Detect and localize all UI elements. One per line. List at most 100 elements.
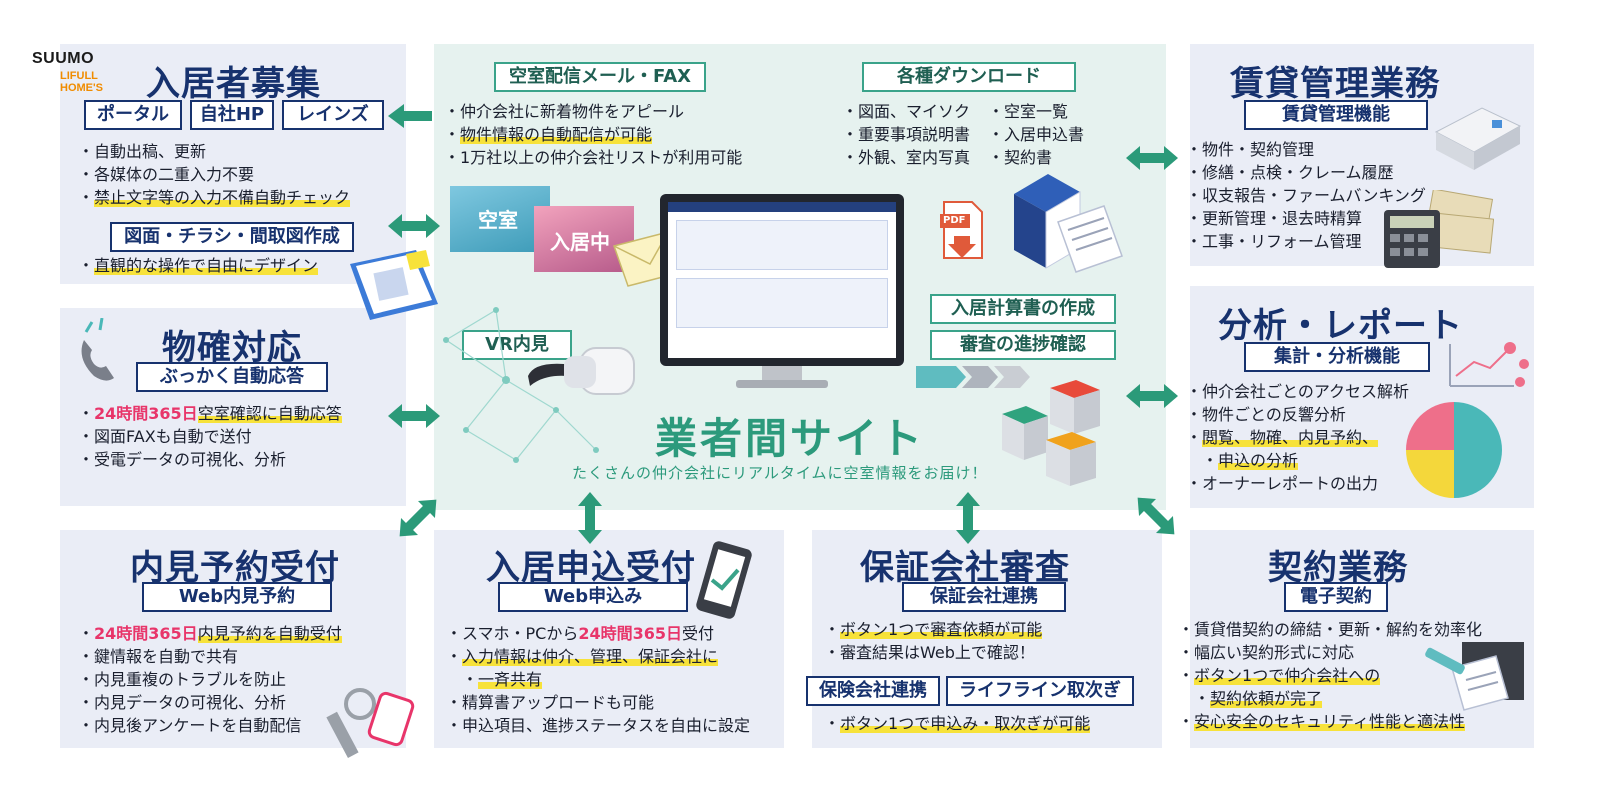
guarantee-list-2: ボタン1つで申込み・取次ぎが可能	[824, 712, 1091, 735]
list-item: 閲覧、物確、内見予約、	[1186, 426, 1409, 449]
arrow-recruit-double	[388, 214, 440, 238]
download-list-2: 空室一覧 入居申込書 契約書	[988, 100, 1084, 169]
list-item: 仲介会社に新着物件をアピール	[444, 100, 742, 123]
site-subtitle: たくさんの仲介会社にリアルタイムに空室情報をお届け！	[572, 464, 988, 482]
arrow-viewing-diagonal	[399, 499, 437, 537]
arrow-contract-diagonal	[1137, 497, 1175, 535]
list-item-text: ボタン1つで審査依頼が可能	[840, 620, 1043, 639]
tag-drawing-creation: 図面・チラシ・間取図作成	[110, 222, 354, 252]
guarantee-title: 保証会社審査	[860, 548, 1070, 588]
list-item: 内見後アンケートを自動配信	[78, 714, 342, 737]
list-item: スマホ・PCから24時間365日受付	[446, 622, 750, 645]
photo-vacant: 空室	[450, 186, 550, 252]
pdf-icon	[940, 201, 983, 259]
list-item: 入居申込書	[988, 123, 1084, 146]
tag-calculation: 入居計算書の作成	[930, 294, 1116, 324]
recruit-sub-list: 直観的な操作で自由にデザイン	[78, 254, 319, 277]
tag-lifeline: ライフライン取次ぎ	[946, 676, 1134, 706]
screen-row	[676, 220, 888, 270]
list-item-text: 契約依頼が完了	[1210, 689, 1323, 708]
tag-reins: レインズ	[282, 100, 384, 130]
list-item: 空室一覧	[988, 100, 1084, 123]
list-item: 幅広い契約形式に対応	[1178, 641, 1482, 664]
rental-title: 賃貸管理業務	[1230, 64, 1440, 104]
arrow-rental-double	[1126, 146, 1178, 170]
list-item: 収支報告・ファームバンキング	[1186, 184, 1426, 207]
photo-occupied-label: 入居中	[550, 230, 610, 254]
highlight-text: 24時間365日	[578, 624, 683, 643]
download-list-1: 図面、マイソク 重要事項説明書 外観、室内写真	[842, 100, 970, 169]
list-item-text: 入力情報は仲介、管理、保証会社に	[462, 647, 719, 666]
list-item: 賃貸借契約の締結・更新・解約を効率化	[1178, 618, 1482, 641]
list-item-text: 禁止文字等の入力不備自動チェック	[94, 188, 351, 207]
list-item: 契約書	[988, 146, 1084, 169]
monitor-stand	[762, 366, 802, 380]
lifull-homes-logo: LIFULL HOME'S	[60, 70, 103, 94]
list-item: 物件・契約管理	[1186, 138, 1426, 161]
list-item: 申込項目、進捗ステータスを自由に設定	[446, 714, 750, 737]
list-item: 内見重複のトラブルを防止	[78, 668, 342, 691]
list-item: 1万社以上の仲介会社リストが利用可能	[444, 146, 742, 169]
list-item: 重要事項説明書	[842, 123, 970, 146]
list-item-text: ボタン1つで仲介会社への	[1194, 666, 1381, 685]
smartphone-check-icon	[696, 541, 752, 619]
pie-chart-icon	[1406, 402, 1502, 498]
recruit-title: 入居者募集	[146, 64, 321, 104]
tag-progress: 審査の進捗確認	[930, 330, 1116, 360]
homes-logo-top: LIFULL	[60, 70, 98, 82]
screen-row	[676, 278, 888, 328]
analysis-title: 分析・レポート	[1218, 306, 1463, 346]
contract-title: 契約業務	[1268, 548, 1408, 588]
arrow-recruit-left	[388, 104, 432, 128]
list-item: 禁止文字等の入力不備自動チェック	[78, 186, 351, 209]
mail-list: 仲介会社に新着物件をアピール 物件情報の自動配信が可能 1万社以上の仲介会社リス…	[444, 100, 742, 169]
site-title: 業者間サイト	[655, 414, 926, 463]
list-item: 受電データの可視化、分析	[78, 448, 342, 471]
tag-insurance-link: 保険会社連携	[806, 676, 940, 706]
progress-steps-icon	[916, 366, 1030, 388]
list-item: 入力情報は仲介、管理、保証会社に	[446, 645, 750, 668]
pdf-label: PDF	[943, 215, 966, 226]
phone-icon	[81, 318, 114, 381]
list-item: ボタン1つで仲介会社への	[1178, 664, 1482, 687]
tag-vr-viewing: VR内見	[462, 330, 572, 360]
company-buildings-icon	[1002, 380, 1100, 486]
list-item: 申込の分析	[1186, 449, 1409, 472]
photo-vacant-label: 空室	[478, 208, 518, 232]
key-icon	[326, 688, 415, 759]
list-item: ボタン1つで審査依頼が可能	[824, 618, 1043, 641]
tag-web-application: Web申込み	[498, 582, 688, 612]
list-item-text: 一斉共有	[478, 670, 543, 689]
application-list: スマホ・PCから24時間365日受付 入力情報は仲介、管理、保証会社に 一斉共有…	[446, 622, 750, 737]
arrow-inquiry-double	[388, 404, 440, 428]
rental-list: 物件・契約管理 修繕・点検・クレーム履歴 収支報告・ファームバンキング 更新管理…	[1186, 138, 1426, 253]
list-item: 図面FAXも自動で送付	[78, 425, 342, 448]
highlight-text: 24時間365日	[94, 404, 198, 423]
pie-slice	[1454, 402, 1502, 498]
list-item-text: スマホ・PCから	[462, 624, 579, 643]
list-item: 自動出稿、更新	[78, 140, 350, 163]
tag-e-contract: 電子契約	[1284, 582, 1388, 612]
list-item: 24時間365日内見予約を自動受付	[78, 622, 342, 645]
arrow-analysis-double	[1126, 384, 1178, 408]
analysis-list: 仲介会社ごとのアクセス解析 物件ごとの反響分析 閲覧、物確、内見予約、 申込の分…	[1186, 380, 1409, 495]
list-item: 外観、室内写真	[842, 146, 970, 169]
list-item: ボタン1つで申込み・取次ぎが可能	[824, 712, 1091, 735]
list-item: 24時間365日空室確認に自動応答	[78, 402, 342, 425]
pie-slice	[1406, 402, 1454, 450]
list-item-text: 閲覧、物確、内見予約、	[1202, 428, 1379, 447]
homes-logo-bottom: HOME'S	[60, 82, 103, 94]
tag-rental-management: 賃貸管理機能	[1244, 100, 1428, 130]
tag-vacancy-mail: 空室配信メール・FAX	[494, 62, 706, 92]
e-contract-signing-icon	[1425, 642, 1524, 711]
list-item: 物件情報の自動配信が可能	[444, 123, 742, 146]
list-item-text: 物件情報の自動配信が可能	[460, 125, 653, 144]
documents-binder-icon	[1014, 174, 1123, 273]
line-graph-icon	[1449, 342, 1529, 387]
list-item-text: 空室確認に自動応答	[197, 404, 342, 423]
list-item: オーナーレポートの出力	[1186, 472, 1409, 495]
list-item: 鍵情報を自動で共有	[78, 645, 342, 668]
list-item-text: 受付	[682, 624, 715, 643]
tag-guarantee-link: 保証会社連携	[902, 582, 1066, 612]
tag-own-hp: 自社HP	[190, 100, 274, 130]
